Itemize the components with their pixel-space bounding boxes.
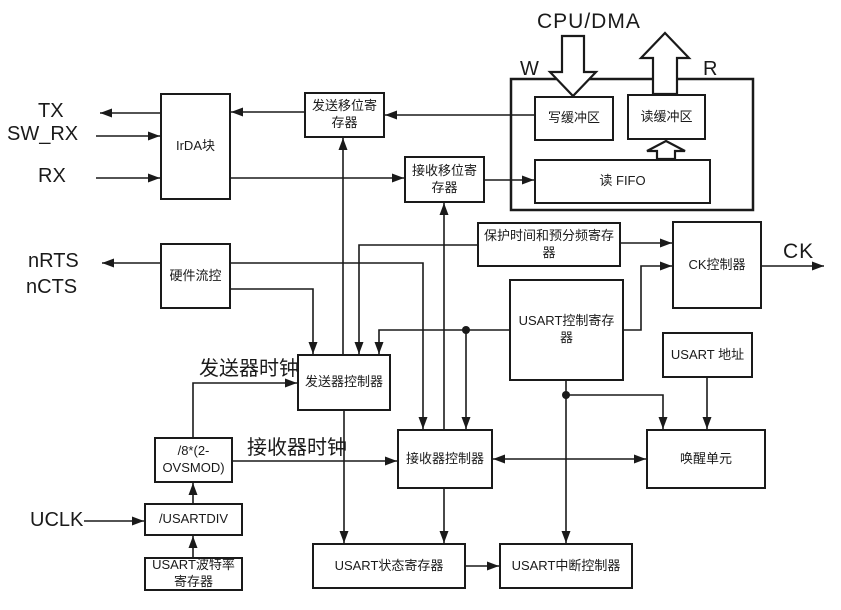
wire-guard-to-txctrl (354, 244, 477, 354)
block-usartdiv-divider-label: /USARTDIV (158, 511, 229, 527)
block-ovsmod-divider: /8*(2-OVSMOD) (154, 437, 233, 483)
block-ovsmod-divider-label: /8*(2-OVSMOD) (162, 443, 225, 475)
read-block-arrow (638, 31, 692, 96)
write-block-arrow (547, 34, 599, 98)
block-read-fifo: 读 FIFO (534, 159, 711, 204)
block-wakeup-unit-label: 唤醒单元 (679, 450, 732, 466)
ck-port-label: CK (783, 240, 815, 263)
read-side-label: R (703, 58, 718, 80)
block-read-fifo-label: 读 FIFO (599, 173, 646, 189)
block-rx-shift-register: 接收移位寄存器 (404, 156, 485, 203)
fifo-to-readbuf-block-arrow (646, 139, 686, 161)
transmitter-clock-label: 发送器时钟 (199, 358, 299, 380)
wire-usartctrl-to-txctrl (374, 329, 509, 354)
block-guard-time-prescaler-label: 保护时间和预分频寄存器 (483, 227, 614, 260)
block-usartdiv-divider: /USARTDIV (144, 503, 243, 536)
block-write-buffer: 写缓冲区 (534, 96, 614, 141)
nrts-port-label: nRTS (28, 250, 79, 272)
block-rx-controller: 接收器控制器 (397, 429, 493, 489)
block-ck-controller-label: CK控制器 (688, 256, 746, 272)
block-read-buffer: 读缓冲区 (627, 94, 706, 140)
block-read-buffer-label: 读缓冲区 (640, 108, 693, 124)
cpu-dma-label: CPU/DMA (537, 10, 641, 33)
block-guard-time-prescaler: 保护时间和预分频寄存器 (477, 222, 621, 267)
block-usart-interrupt-controller-label: USART中断控制器 (511, 557, 621, 573)
wire-usartctrl-to-wakeup (566, 394, 668, 429)
block-irda: IrDA块 (160, 93, 231, 200)
junction-dot (462, 326, 470, 334)
block-tx-controller: 发送器控制器 (297, 354, 391, 411)
rx-port-label: RX (38, 165, 66, 187)
block-usart-control-register: USART控制寄存器 (509, 279, 624, 381)
tx-port-label: TX (38, 100, 64, 122)
uclk-port-label: UCLK (30, 509, 84, 531)
block-usart-interrupt-controller: USART中断控制器 (499, 543, 633, 589)
receiver-clock-label: 接收器时钟 (247, 437, 347, 459)
block-rx-shift-register-label: 接收移位寄存器 (411, 162, 477, 195)
block-tx-controller-label: 发送器控制器 (304, 374, 383, 390)
block-usart-status-register: USART状态寄存器 (312, 543, 466, 589)
block-wakeup-unit: 唤醒单元 (646, 429, 766, 489)
sw-rx-port-label: SW_RX (7, 123, 79, 145)
block-tx-shift-register: 发送移位寄存器 (304, 92, 385, 138)
ncts-port-label: nCTS (26, 276, 78, 298)
junction-dot (562, 391, 570, 399)
block-irda-label: IrDA块 (175, 138, 215, 154)
block-usart-address-label: USART 地址 (670, 346, 745, 362)
block-tx-shift-register-label: 发送移位寄存器 (311, 98, 377, 130)
wire-usartctrl-to-ck (624, 261, 672, 331)
block-usart-address: USART 地址 (662, 332, 753, 378)
block-hw-flow-control: 硬件流控 (160, 243, 231, 309)
wire-hwflow-to-txctrl (231, 288, 318, 354)
block-hw-flow-control-label: 硬件流控 (169, 267, 222, 283)
block-rx-controller-label: 接收器控制器 (405, 450, 484, 466)
block-usart-control-register-label: USART控制寄存器 (518, 313, 615, 345)
block-ck-controller: CK控制器 (672, 221, 762, 309)
write-side-label: W (520, 58, 539, 80)
block-baud-rate-register: USART波特率寄存器 (144, 557, 243, 591)
wire-tx-clock (192, 378, 297, 437)
block-baud-rate-register-label: USART波特率寄存器 (152, 557, 235, 589)
block-usart-status-register-label: USART状态寄存器 (334, 557, 444, 573)
block-write-buffer-label: 写缓冲区 (547, 110, 600, 126)
